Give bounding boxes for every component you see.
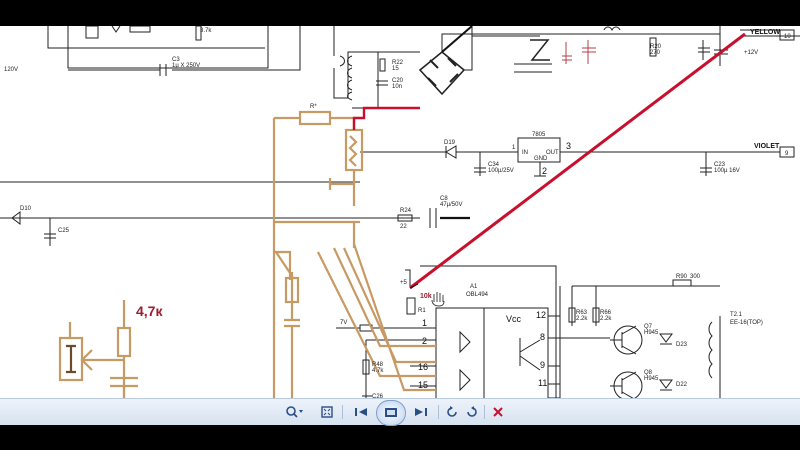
previous-button[interactable]: [350, 403, 374, 421]
label-misc2: 7V: [340, 320, 347, 326]
toolbar-separator: [484, 405, 485, 419]
zoom-button[interactable]: [282, 403, 306, 421]
label-q7-value: H945: [644, 330, 659, 336]
label-c25: C25: [58, 228, 70, 234]
label-c3-value: 1µ X 250V: [172, 63, 200, 69]
rotate-cw-button[interactable]: [464, 403, 480, 421]
pin-12: 12: [536, 310, 546, 320]
magnifier-icon: [286, 406, 303, 418]
label-reg-out: OUT: [546, 150, 559, 156]
pin-1: 1: [422, 318, 427, 328]
actual-size-button[interactable]: [318, 403, 336, 421]
label-r22: R22: [392, 60, 404, 66]
label-pin9: 9: [785, 151, 789, 157]
label-r63: R63: [576, 310, 588, 316]
pin-11: 11: [538, 378, 547, 388]
label-knob-10k: 10k: [420, 293, 432, 300]
label-pin10: 10: [784, 34, 791, 40]
label-r24-value: 22: [400, 224, 407, 230]
pin-16: 16: [418, 362, 428, 372]
label-r48: R48: [372, 362, 384, 368]
label-c20-value: 10n: [392, 84, 402, 90]
label-7805: 7805: [532, 132, 546, 138]
label-d23: D23: [676, 342, 688, 348]
label-r20-value: 270: [650, 50, 661, 56]
rotate-ccw-icon: [447, 406, 457, 417]
label-misc1: 3.7k: [200, 28, 212, 34]
label-d22: D22: [676, 382, 688, 388]
label-d10: D10: [20, 206, 32, 212]
label-r48-value: 4.7k: [372, 368, 384, 374]
label-reg-pin2: 2: [542, 166, 547, 176]
schematic-image: 120V C3 1µ X 250V 3.7k R22 15 C20 10n R2…: [0, 26, 800, 424]
previous-icon: [355, 408, 367, 416]
label-reg-pin1: 1: [512, 145, 516, 151]
image-viewer: 120V C3 1µ X 250V 3.7k R22 15 C20 10n R2…: [0, 26, 800, 424]
label-c34-value: 100µ/25V: [488, 168, 514, 174]
next-button[interactable]: [408, 403, 432, 421]
label-4-7k: 4,7к: [136, 303, 163, 319]
label-a1: A1: [470, 284, 478, 290]
label-reg-in: IN: [522, 150, 528, 156]
slideshow-icon: [385, 408, 397, 417]
label-r63-value: 2.2k: [576, 316, 588, 322]
label-c23: C23: [714, 162, 726, 168]
label-rstar: R*: [310, 104, 317, 110]
label-c23-value: 100µ 16V: [714, 168, 740, 174]
label-r90: R90: [676, 274, 688, 280]
toolbar-separator: [342, 405, 343, 419]
rotate-cw-icon: [467, 406, 477, 417]
label-t21: T2.1: [730, 312, 743, 318]
rotate-ccw-button[interactable]: [444, 403, 460, 421]
label-c8-value: 47µ/50V: [440, 202, 462, 208]
label-c3: C3: [172, 57, 180, 63]
label-c26: C26: [372, 394, 384, 400]
label-q7: Q7: [644, 324, 653, 330]
label-reg-pin3: 3: [566, 141, 571, 151]
label-r66: R66: [600, 310, 612, 316]
pin-15: 15: [418, 380, 428, 390]
hand-cursor-icon: [431, 292, 445, 307]
label-r20: R20: [650, 44, 662, 50]
actual-size-icon: [321, 406, 333, 418]
label-c34: C34: [488, 162, 500, 168]
label-a1-value: OBL494: [466, 292, 489, 298]
label-violet: VIOLET: [754, 143, 780, 150]
label-yellow: YELLOW: [750, 29, 780, 36]
slideshow-button[interactable]: [376, 400, 406, 426]
toolbar-separator: [438, 405, 439, 419]
pin-9: 9: [540, 360, 545, 370]
label-t21-value: EE-16(TOP): [730, 320, 763, 326]
next-icon: [415, 408, 427, 416]
label-c20: C20: [392, 78, 404, 84]
label-q8: Q8: [644, 370, 653, 376]
label-q8-value: H945: [644, 376, 659, 382]
label-c8: C8: [440, 196, 448, 202]
label-r22-value: 15: [392, 66, 399, 72]
label-plus5: +5: [400, 280, 408, 286]
label-d19: D19: [444, 140, 456, 146]
label-plus12: +12V: [744, 50, 758, 56]
label-r66-value: 2.2k: [600, 316, 612, 322]
delete-button[interactable]: [490, 403, 506, 421]
label-vcc: Vcc: [506, 314, 522, 324]
label-r90-value: 300: [690, 274, 701, 280]
label-r1: R1: [418, 308, 426, 314]
label-reg-gnd: GND: [534, 156, 548, 162]
viewer-toolbar: [0, 398, 800, 426]
pin-2: 2: [422, 336, 427, 346]
label-left-top: 120V: [4, 67, 18, 73]
delete-icon: [493, 407, 503, 417]
pin-8: 8: [540, 332, 545, 342]
label-r24: R24: [400, 208, 412, 214]
